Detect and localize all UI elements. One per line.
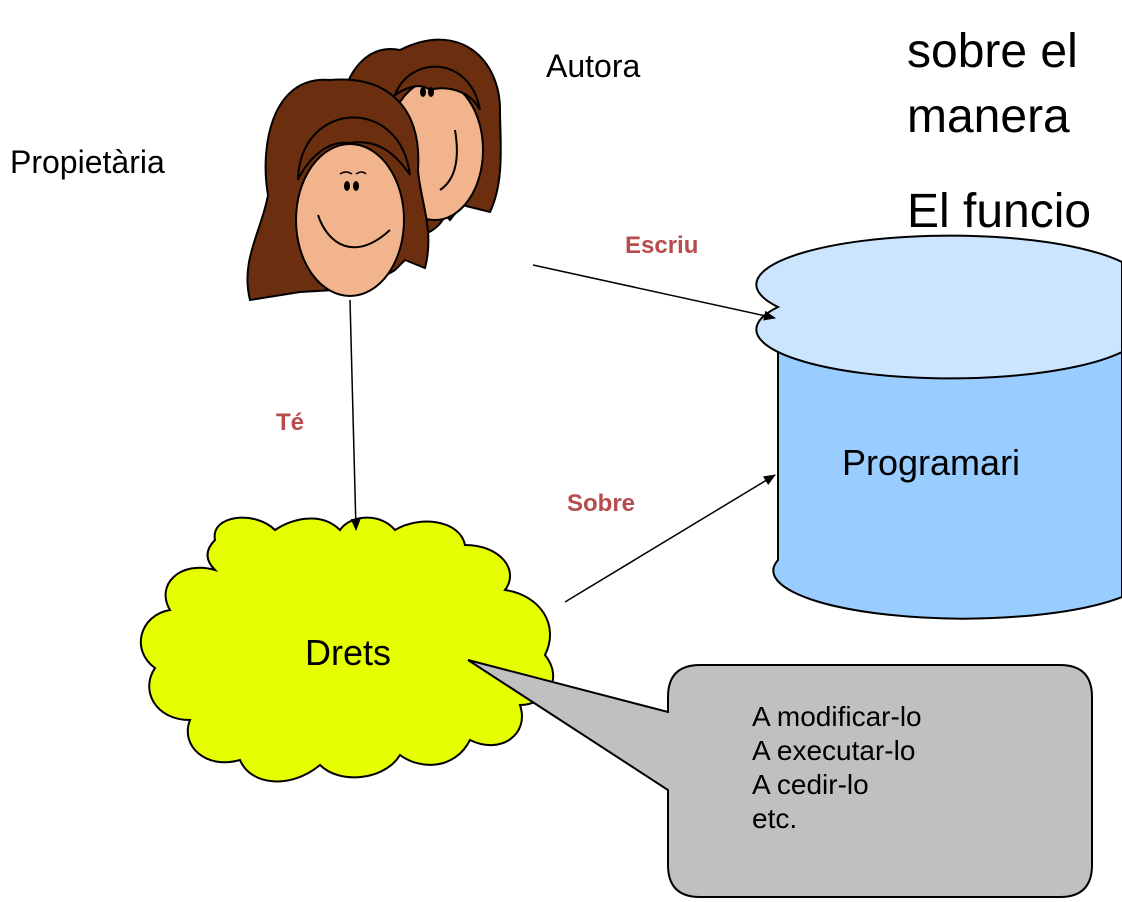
callout-item: A executar-lo: [752, 735, 916, 766]
callout-item: etc.: [752, 803, 798, 834]
rights-callout-bubble: [467, 659, 1093, 898]
author-label: Autora: [546, 48, 641, 84]
has-arrow: [349, 299, 361, 531]
owner-label: Propietària: [10, 144, 165, 180]
callout-item: A modificar-lo: [752, 701, 922, 732]
about-edge-label: Sobre: [567, 490, 636, 517]
rights-label: Drets: [305, 632, 392, 673]
about-arrow: [564, 474, 776, 603]
writes-edge-label: Escriu: [625, 232, 699, 259]
software-cylinder: [755, 234, 1122, 620]
rights-callout-text: A modificar-lo A executar-lo A cedir-lo …: [752, 700, 922, 836]
callout-item: A cedir-lo: [752, 769, 869, 800]
slide-text-line-1: sobre el: [907, 25, 1078, 78]
writes-arrow: [532, 264, 776, 321]
software-label: Programari: [842, 442, 1021, 483]
has-edge-label: Té: [276, 409, 305, 436]
slide-text-line-2: manera: [907, 90, 1070, 143]
rights-cloud: [139, 516, 555, 783]
owner-woman-icon: [246, 78, 430, 302]
slide-text-line-3: El funcio: [907, 185, 1092, 238]
